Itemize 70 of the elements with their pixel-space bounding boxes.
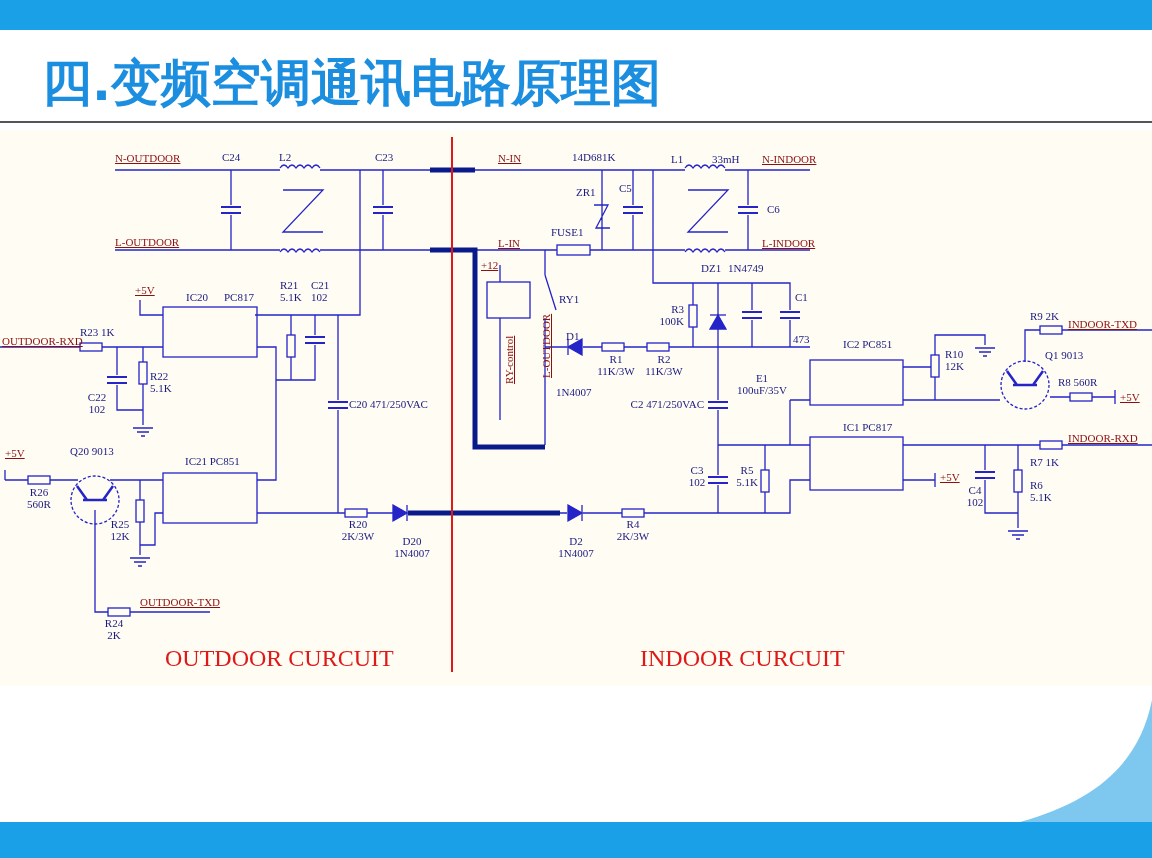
component-label: 14D681K	[572, 151, 616, 163]
component-label: Q20 9013	[70, 445, 114, 457]
component-label: R8 560R	[1058, 376, 1098, 388]
component-label: PC817	[224, 291, 254, 303]
component-label: R25 12K	[109, 518, 131, 542]
net-label: +5V	[5, 447, 25, 459]
component-label: C22 102	[86, 391, 108, 415]
component-label: C3 102	[687, 464, 707, 488]
component-label: Q1 9013	[1045, 349, 1084, 361]
component-label: C4 102	[965, 484, 985, 508]
component-label: R5 5.1K	[735, 464, 759, 488]
component-label: 33mH	[712, 153, 740, 165]
component-label: L1	[671, 153, 684, 165]
component-label: ZR1	[576, 186, 596, 198]
section-label: OUTDOOR CURCUIT	[165, 645, 394, 671]
component-label: R26 560R	[26, 486, 52, 510]
component-label: D1	[566, 330, 580, 342]
slide-title: 四.变频空调通讯电路原理图	[42, 53, 661, 114]
component-label: R22 5.1K	[150, 370, 173, 394]
component-label: R2 11K/3W	[644, 353, 684, 377]
net-label: +5V	[1120, 391, 1140, 403]
net-label: L-INDOOR	[762, 237, 816, 249]
net-label: L-OUTDOOR	[115, 236, 180, 248]
component-label: IC20	[186, 291, 208, 303]
component-label: R24 2K	[103, 617, 125, 641]
net-label: OUTDOOR-RXD	[2, 335, 83, 347]
component-label: C6	[767, 203, 780, 215]
component-label: RY1	[559, 293, 580, 305]
component-label: 1N4749	[728, 262, 764, 274]
component-label: IC1 PC817	[843, 421, 893, 433]
component-label: C24	[222, 151, 241, 163]
component-label: R1 11K/3W	[596, 353, 636, 377]
net-label: INDOOR-RXD	[1068, 432, 1138, 444]
component-label: L2	[279, 151, 292, 163]
component-label: D2 1N4007	[557, 535, 595, 559]
component-label: E1 100uF/35V	[735, 372, 789, 396]
net-label: N-IN	[498, 152, 522, 164]
component-label: C1	[795, 291, 808, 303]
component-label: C20 471/250VAC	[349, 398, 429, 410]
component-label: R6 5.1K	[1030, 479, 1053, 503]
component-label: R9 2K	[1030, 310, 1060, 322]
component-label: C23	[375, 151, 394, 163]
component-label: R10 12K	[945, 348, 965, 372]
net-label: RY-control	[503, 335, 515, 384]
net-label: N-OUTDOOR	[115, 152, 181, 164]
component-label: R4 2K/3W	[615, 518, 651, 542]
net-label: +5V	[940, 471, 960, 483]
section-label: INDOOR CURCUIT	[640, 645, 845, 671]
component-label: R21 5.1K	[280, 279, 303, 303]
net-label: INDOOR-TXD	[1068, 318, 1138, 330]
net-label: L-IN	[498, 237, 520, 249]
component-label: IC21 PC851	[185, 455, 240, 467]
component-label: C2 471/250VAC	[629, 398, 704, 410]
component-label: 1N4007	[556, 386, 592, 398]
component-label: FUSE1	[551, 226, 584, 238]
net-label: L-OUTDOOR	[540, 313, 552, 378]
net-label: +5V	[135, 284, 155, 296]
component-label: C21 102	[311, 279, 331, 303]
component-label: DZ1	[701, 262, 722, 274]
component-label: R3 100K	[658, 303, 684, 327]
component-label: R7 1K	[1030, 456, 1060, 468]
net-label: +12	[481, 259, 499, 271]
component-label: D20 1N4007	[393, 535, 431, 559]
component-label: R20 2K/3W	[340, 518, 376, 542]
component-label: R23 1K	[80, 326, 115, 338]
net-label: N-INDOOR	[762, 153, 817, 165]
component-label: IC2 PC851	[843, 338, 893, 350]
component-label: C5	[619, 182, 632, 194]
component-label: 473	[793, 333, 810, 345]
net-label: OUTDOOR-TXD	[140, 596, 221, 608]
